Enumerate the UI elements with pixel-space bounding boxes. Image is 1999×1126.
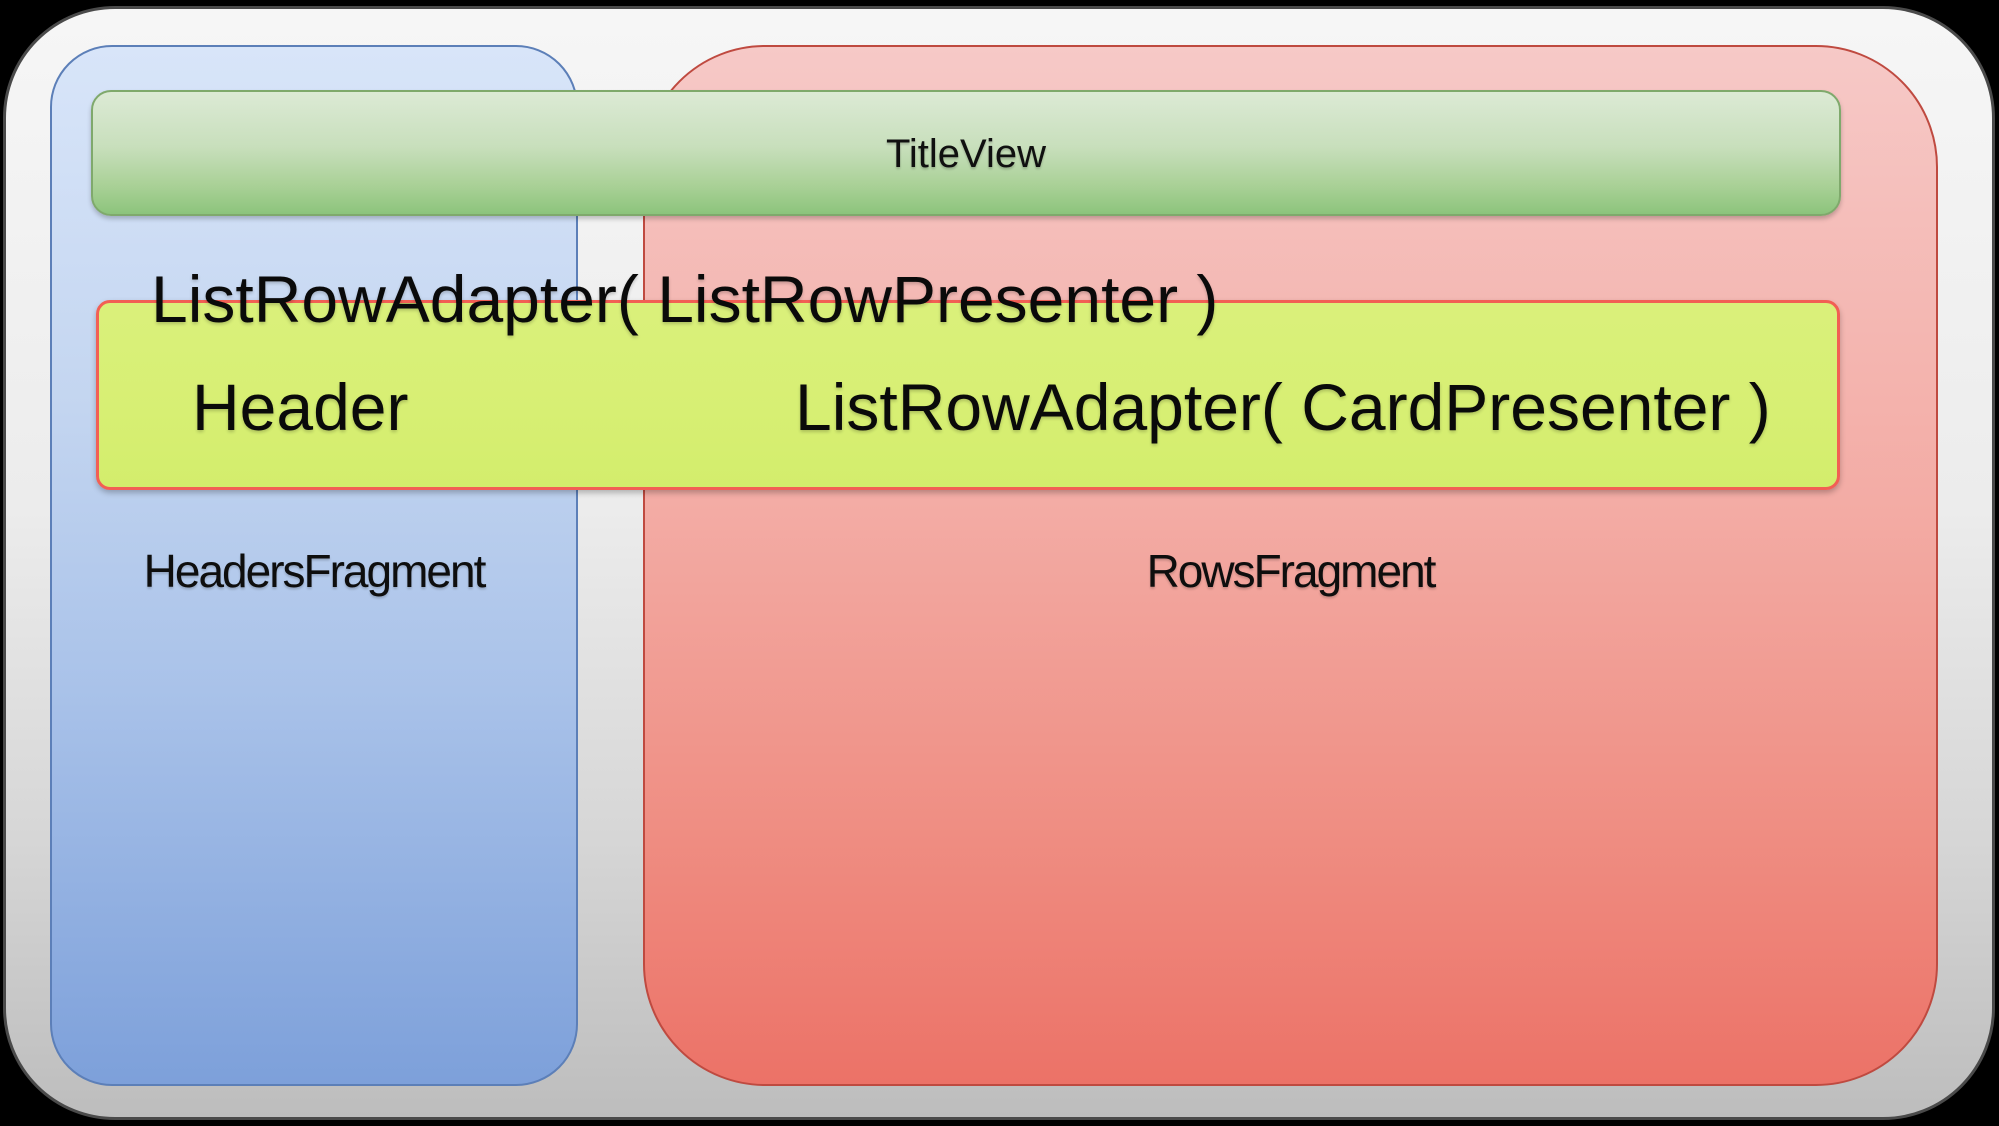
rows-fragment-panel: RowsFragment (643, 45, 1938, 1086)
list-row-adapter-presenter-text: ListRowAdapter( ListRowPresenter ) (151, 262, 1219, 336)
header-cell-text: Header (192, 370, 409, 444)
headers-fragment-label: HeadersFragment (143, 545, 487, 597)
rows-fragment-label: RowsFragment (1146, 545, 1437, 597)
card-presenter-adapter-text: ListRowAdapter( CardPresenter ) (795, 370, 1771, 444)
headers-fragment-panel: HeadersFragment (50, 45, 578, 1086)
list-row-bar (96, 300, 1840, 490)
title-view-label: TitleView (885, 132, 1047, 176)
title-view-bar: TitleView (91, 90, 1841, 216)
browse-frame: HeadersFragment RowsFragment TitleView L… (3, 6, 1995, 1120)
